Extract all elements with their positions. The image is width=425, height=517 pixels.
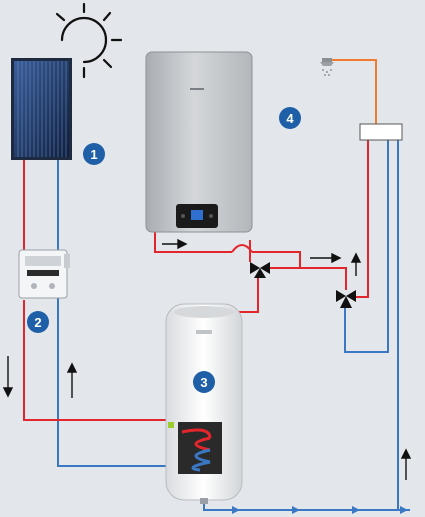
badge-3-number: 3 (200, 375, 207, 390)
mixing-valve-icon (336, 290, 356, 308)
badge-3: 3 (193, 371, 215, 393)
shower-icon (320, 58, 334, 76)
badge-1-number: 1 (90, 147, 97, 162)
flow-arrow-icon (2, 238, 412, 480)
solar-collector (11, 58, 72, 160)
hot-water-storage-tank (165, 303, 243, 504)
mixing-valve-icon (250, 262, 270, 278)
shower-pipe (330, 59, 377, 124)
badge-4-number: 4 (286, 111, 294, 126)
wall-mounted-boiler (145, 51, 253, 233)
badge-4: 4 (279, 107, 301, 129)
solar-controller-station (18, 249, 70, 299)
badge-2: 2 (27, 311, 49, 333)
flow-arrow-icon (232, 506, 408, 514)
distribution-manifold (359, 123, 403, 141)
badge-2-number: 2 (34, 315, 41, 330)
badge-1: 1 (83, 143, 105, 165)
